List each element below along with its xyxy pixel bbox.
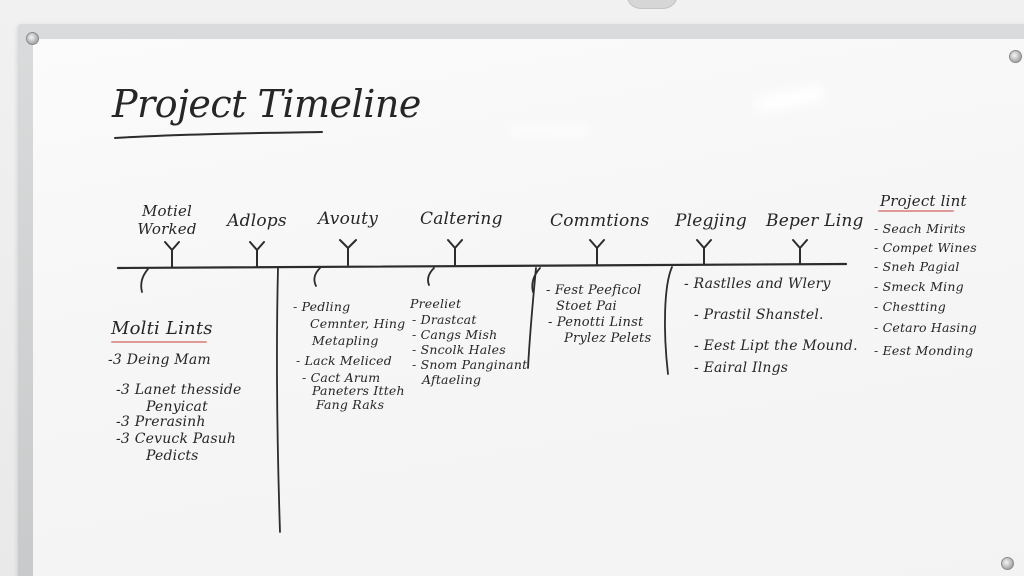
- note-item: Prylez Pelets: [564, 331, 652, 346]
- left-list-heading-underline: [111, 341, 207, 343]
- project-list-item: - Eest Monding: [874, 343, 974, 358]
- note-item: Aftaeling: [422, 372, 482, 387]
- note-item: Fang Raks: [316, 397, 385, 412]
- milestone-label: Adlops: [227, 211, 287, 231]
- milestone-label: Beper Ling: [766, 211, 864, 231]
- note-item: - Penotti Linst: [548, 315, 644, 330]
- note-item: Stoet Pai: [556, 299, 617, 314]
- whiteboard-surface: [33, 39, 1024, 576]
- project-list-item: - Cetaro Hasing: [874, 320, 977, 335]
- left-list-item: -3 Deing Mam: [108, 352, 211, 368]
- project-list-heading: Project lint: [880, 192, 967, 210]
- light-glare: [511, 127, 589, 135]
- milestone-label: Avouty: [317, 209, 378, 229]
- note-item: - Fest Peeficol: [546, 283, 642, 298]
- corner-screw-icon: [1001, 557, 1014, 570]
- board-title: Project Timeline: [112, 82, 421, 126]
- left-list-item: -3 Cevuck Pasuh: [116, 431, 237, 447]
- main-timeline: [116, 262, 848, 270]
- corner-screw-icon: [26, 32, 39, 45]
- project-list-item: - Smeck Ming: [874, 279, 964, 294]
- note-item: - Eairal Ilngs: [694, 360, 789, 376]
- project-list-item: - Compet Wines: [874, 240, 977, 255]
- note-item: Metapling: [312, 333, 379, 348]
- project-list-item: - Seach Mirits: [874, 221, 966, 236]
- note-item: - Prastil Shanstel.: [694, 307, 824, 323]
- project-list-item: - Sneh Pagial: [874, 259, 960, 274]
- note-item: - Drastcat: [412, 312, 477, 327]
- note-item: - Sncolk Hales: [412, 342, 506, 357]
- milestone-ticks: [164, 239, 808, 268]
- project-list-item: - Chestting: [874, 299, 946, 314]
- left-list-item: -3 Prerasinh: [116, 414, 206, 430]
- note-item: Paneters Itteh: [312, 383, 405, 398]
- note-item: - Lack Meliced: [296, 353, 392, 368]
- note-item: - Snom Panginant: [412, 357, 528, 372]
- timeline-hooks: [140, 266, 673, 375]
- milestone-label: Plegjing: [675, 211, 747, 231]
- left-list-item: Pedicts: [146, 448, 199, 464]
- left-list-heading: Molti Lints: [111, 318, 213, 339]
- note-item: - Cangs Mish: [412, 327, 498, 342]
- title-underline: [114, 131, 323, 139]
- note-item: Preeliet: [410, 296, 462, 311]
- left-list-item: -3 Lanet thesside: [116, 382, 242, 398]
- project-list-heading-underline: [878, 210, 954, 212]
- left-list-item: Penyicat: [146, 399, 208, 415]
- note-item: Cemnter, Hing: [310, 316, 406, 331]
- note-item: - Eest Lipt the Mound.: [694, 338, 858, 354]
- milestone-label: Motiel Worked: [137, 202, 197, 238]
- note-item: - Cact Arum: [302, 370, 381, 385]
- divider-lines: [276, 267, 537, 533]
- milestone-label: Commtions: [550, 211, 650, 231]
- note-item: - Rastlles and Wlery: [684, 276, 831, 292]
- corner-screw-icon: [1009, 50, 1022, 63]
- note-item: - Pedling: [293, 299, 351, 314]
- milestone-label: Caltering: [420, 209, 503, 229]
